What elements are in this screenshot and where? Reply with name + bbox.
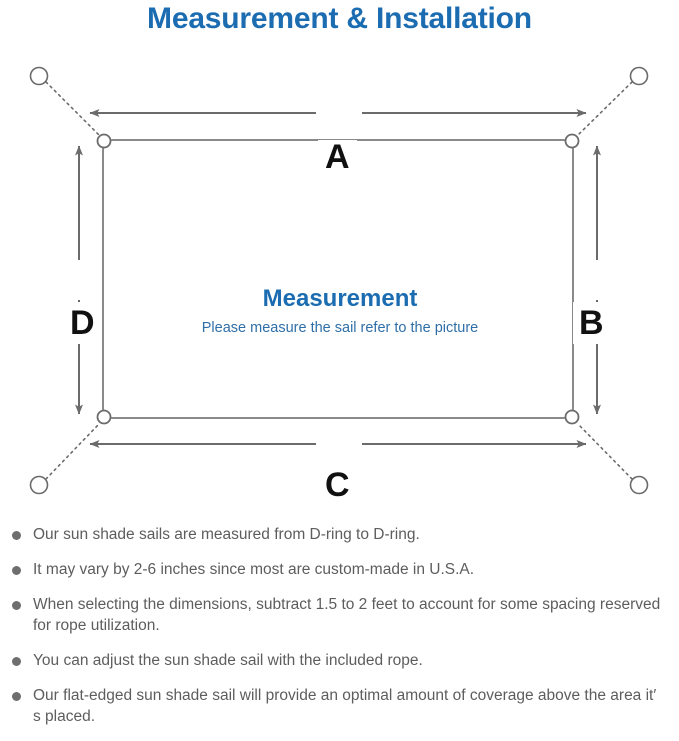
d-ring-top-left-icon (96, 133, 112, 149)
dimension-label-b: B (573, 302, 610, 344)
diagram-center-subtitle: Please measure the sail refer to the pic… (201, 320, 479, 336)
list-item: Our flat-edged sun shade sail will provi… (0, 685, 679, 727)
d-ring-bottom-left-icon (96, 409, 112, 425)
diagram-center-text: Measurement Please measure the sail refe… (140, 284, 540, 340)
anchor-bottom-left-icon (29, 475, 49, 495)
shade-sail-measurement-diagram: A C D B Measurement Please measure the s… (0, 44, 679, 514)
notes-list: Our sun shade sails are measured from D-… (0, 524, 679, 741)
d-ring-bottom-right-icon (564, 409, 580, 425)
diagram-center-title: Measurement (262, 285, 418, 312)
anchor-top-right-icon (629, 66, 649, 86)
rope-top-left (45, 81, 100, 136)
note-text: You can adjust the sun shade sail with t… (33, 652, 423, 669)
anchor-top-left-icon (29, 66, 49, 86)
bullet-icon (12, 566, 21, 575)
list-item: It may vary by 2-6 inches since most are… (0, 559, 679, 580)
bullet-icon (12, 657, 21, 666)
rope-bottom-left (45, 423, 100, 480)
dimension-label-c: C (318, 468, 357, 502)
dimension-label-a: A (318, 140, 357, 174)
d-ring-top-right-icon (564, 133, 580, 149)
dimension-label-d: D (64, 302, 101, 344)
rope-bottom-right (577, 423, 633, 480)
list-item: You can adjust the sun shade sail with t… (0, 650, 679, 671)
bullet-icon (12, 601, 21, 610)
note-text: When selecting the dimensions, subtract … (33, 596, 661, 634)
bullet-icon (12, 692, 21, 701)
list-item: Our sun shade sails are measured from D-… (0, 524, 679, 545)
note-text: Our flat-edged sun shade sail will provi… (33, 687, 657, 725)
list-item: When selecting the dimensions, subtract … (0, 594, 679, 636)
note-text: Our sun shade sails are measured from D-… (33, 526, 420, 543)
note-text: It may vary by 2-6 inches since most are… (33, 561, 475, 578)
anchor-bottom-right-icon (629, 475, 649, 495)
bullet-icon (12, 531, 21, 540)
page-title: Measurement & Installation (147, 2, 532, 35)
sail-rectangle (102, 139, 574, 419)
rope-top-right (577, 81, 633, 136)
diagram-svg (29, 66, 649, 495)
